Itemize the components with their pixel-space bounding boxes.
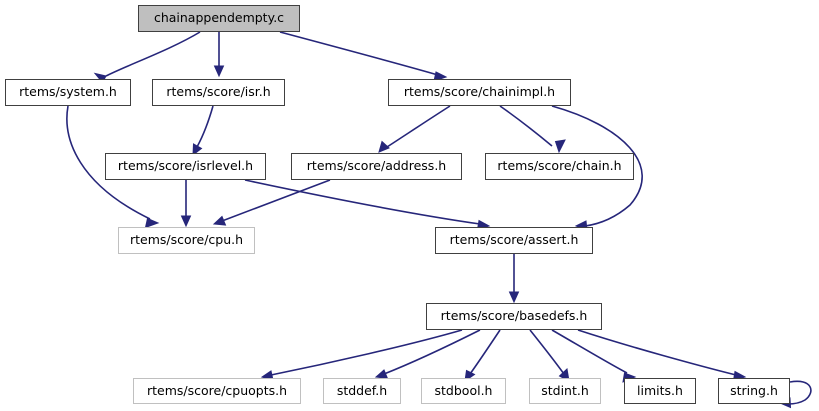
edge-basedefs-to-string xyxy=(577,329,747,382)
edge-chainimpl-to-chain xyxy=(499,105,566,154)
edge-basedefs-to-limits xyxy=(551,329,637,383)
graph-node-basedefs[interactable]: rtems/score/basedefs.h xyxy=(426,303,602,330)
graph-node-system[interactable]: rtems/system.h xyxy=(5,79,131,106)
graph-node-label: rtems/score/chainimpl.h xyxy=(403,84,556,100)
arrowhead xyxy=(378,140,390,153)
edge-basedefs-to-cpuopts xyxy=(260,329,463,381)
graph-node-stddef: stddef.h xyxy=(323,378,401,404)
arrowhead xyxy=(508,291,520,304)
graph-node-label: string.h xyxy=(730,382,778,398)
edge-chainappendempty-to-isr xyxy=(213,32,225,78)
edge-isr-to-isrlevel xyxy=(192,105,214,157)
graph-node-label: limits.h xyxy=(637,382,683,398)
graph-node-address[interactable]: rtems/score/address.h xyxy=(291,153,462,180)
edge-chainappendempty-to-chainimpl xyxy=(279,31,448,82)
graph-node-string[interactable]: string.h xyxy=(718,378,790,404)
edge-isrlevel-to-cpu xyxy=(180,180,192,228)
graph-node-stdint: stdint.h xyxy=(529,378,601,404)
arrowhead xyxy=(180,215,192,228)
edge-chainappendempty-to-system xyxy=(93,31,201,84)
graph-node-label: stdbool.h xyxy=(434,382,493,398)
graph-node-label: rtems/score/cpu.h xyxy=(129,232,244,248)
edge-basedefs-to-stdbool xyxy=(464,329,501,383)
graph-node-label: rtems/score/isr.h xyxy=(166,84,271,100)
arrowhead xyxy=(213,65,225,78)
arrowhead xyxy=(554,139,566,154)
edge-address-to-cpu xyxy=(212,179,331,226)
edge-basedefs-to-stddef xyxy=(374,329,481,380)
graph-node-chain[interactable]: rtems/score/chain.h xyxy=(485,153,634,180)
graph-node-label: rtems/score/cpuopts.h xyxy=(146,382,288,398)
edge-basedefs-to-stdint xyxy=(529,329,570,382)
graph-node-label: rtems/score/basedefs.h xyxy=(440,308,588,324)
graph-node-cpu: rtems/score/cpu.h xyxy=(118,227,255,254)
graph-node-label: chainappendempty.c xyxy=(153,10,285,26)
graph-node-label: rtems/score/assert.h xyxy=(449,232,579,248)
edge-chainimpl-to-address xyxy=(378,105,451,153)
graph-node-isr[interactable]: rtems/score/isr.h xyxy=(152,79,285,106)
graph-node-label: rtems/score/chain.h xyxy=(497,158,622,174)
graph-node-chainappendempty[interactable]: chainappendempty.c xyxy=(138,5,300,32)
graph-node-label: stdint.h xyxy=(541,382,589,398)
graph-node-label: stddef.h xyxy=(336,382,388,398)
edge-assert-to-basedefs xyxy=(508,254,520,304)
edge-isrlevel-to-assert xyxy=(244,179,491,231)
graph-node-limits[interactable]: limits.h xyxy=(624,378,696,404)
graph-node-assert[interactable]: rtems/score/assert.h xyxy=(435,227,593,254)
graph-node-label: rtems/score/address.h xyxy=(306,158,447,174)
graph-node-isrlevel[interactable]: rtems/score/isrlevel.h xyxy=(105,153,266,180)
graph-node-cpuopts: rtems/score/cpuopts.h xyxy=(133,378,301,404)
arrowhead xyxy=(212,215,227,226)
graph-node-stdbool: stdbool.h xyxy=(421,378,506,404)
graph-node-label: rtems/score/isrlevel.h xyxy=(117,158,254,174)
graph-node-label: rtems/system.h xyxy=(19,84,117,100)
graph-node-chainimpl[interactable]: rtems/score/chainimpl.h xyxy=(388,79,571,106)
